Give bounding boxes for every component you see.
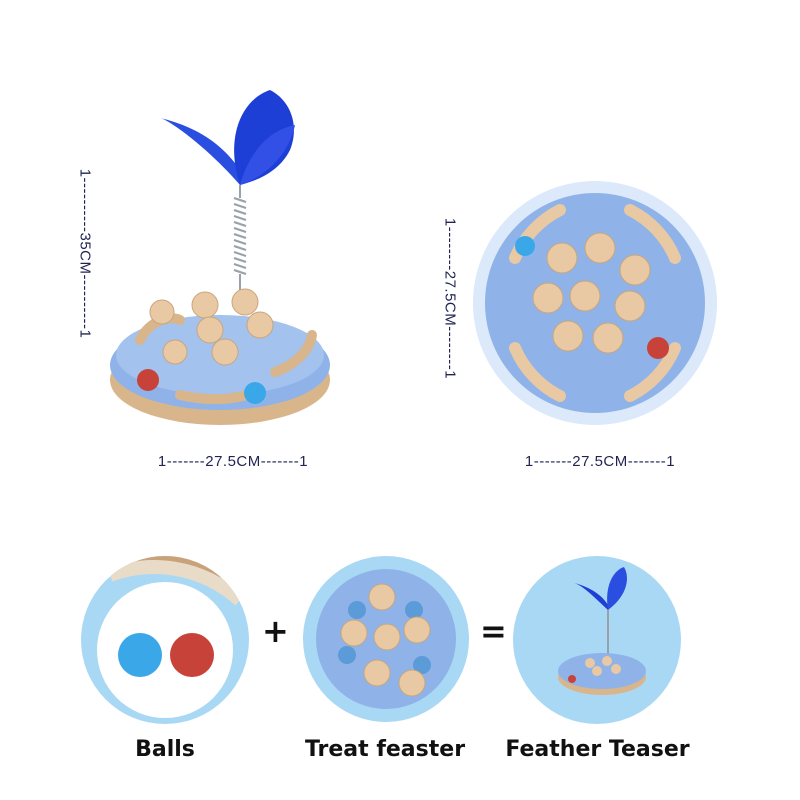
caption-treat-feaster: Treat feaster xyxy=(304,737,466,762)
caption-balls: Balls xyxy=(135,737,195,762)
blue-ball-icon xyxy=(118,633,162,677)
red-ball-icon xyxy=(647,337,669,359)
width-dimension-left: 1-------27.5CM-------1 xyxy=(157,453,309,470)
toy-top-illustration xyxy=(473,181,717,425)
blue-ball-icon xyxy=(515,236,535,256)
feather-icon xyxy=(160,90,295,185)
balls-circle xyxy=(80,555,250,725)
height-dimension-right: 1--------27.5CM--------1 xyxy=(441,217,459,380)
red-ball-icon xyxy=(137,369,159,391)
toy-top-view xyxy=(470,178,720,428)
spring-icon xyxy=(233,185,247,310)
height-dimension-left: 1----------35CM----------1 xyxy=(76,168,94,339)
treat-feaster-circle xyxy=(302,555,470,723)
equals-sign: = xyxy=(480,612,507,650)
toy-side-illustration xyxy=(110,90,330,425)
red-ball-icon xyxy=(170,633,214,677)
blue-ball-icon xyxy=(244,382,266,404)
feather-teaser-circle xyxy=(512,555,682,725)
width-dimension-right: 1-------27.5CM-------1 xyxy=(524,453,676,470)
plus-sign: + xyxy=(262,612,289,650)
caption-feather-teaser: Feather Teaser xyxy=(505,737,690,762)
toy-side-view xyxy=(100,80,360,440)
